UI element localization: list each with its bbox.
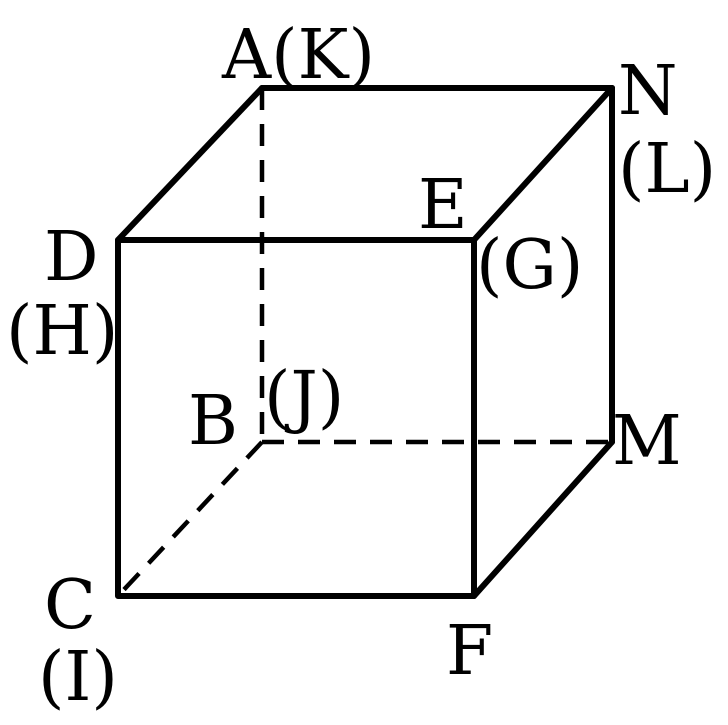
label-E: E xyxy=(418,166,468,245)
label-B: B xyxy=(188,382,238,461)
label-J: (J) xyxy=(264,358,344,437)
label-L: (L) xyxy=(618,130,716,209)
label-D: D xyxy=(44,218,99,297)
label-H: (H) xyxy=(6,292,118,371)
edge-DA xyxy=(115,85,265,243)
label-N: N xyxy=(618,52,678,131)
label-I: (I) xyxy=(38,638,118,717)
label-A: A(K) xyxy=(221,16,375,95)
edge-BC-hidden xyxy=(116,440,264,598)
label-C: C xyxy=(44,566,96,645)
label-F: F xyxy=(446,612,493,691)
edge-EN xyxy=(471,85,615,243)
label-G: (G) xyxy=(476,226,583,305)
label-M: M xyxy=(612,402,682,481)
edge-FM xyxy=(471,439,615,599)
